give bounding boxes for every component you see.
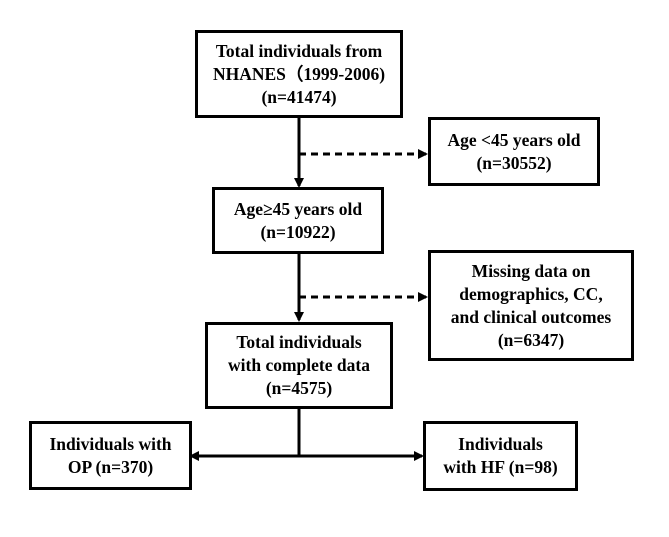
complete-data-box: Total individuals with complete data (n=… — [205, 322, 393, 409]
total-line-3: (n=41474) — [261, 86, 337, 107]
missing-line-1: Missing data on — [471, 260, 591, 281]
complete-line-3: (n=4575) — [265, 378, 333, 398]
op-line-2: OP (n=370) — [67, 456, 154, 477]
missing-line-3: and clinical outcomes — [450, 306, 612, 327]
op-line-1: Individuals with — [49, 433, 172, 454]
complete-line-1: Total individuals — [236, 332, 362, 352]
hf-box: Individuals with HF (n=98) — [423, 421, 578, 491]
missing-line-4: (n=6347) — [497, 329, 565, 350]
hf-line-1: Individuals — [458, 434, 543, 454]
missing-line-2: demographics, CC, — [459, 283, 603, 304]
total-line-1: Total individuals from — [215, 40, 383, 61]
total-individuals-box: Total individuals from NHANES（1999-2006)… — [195, 30, 403, 118]
complete-line-2: with complete data — [228, 355, 370, 375]
age-over45-box: Age≥45 years old (n=10922) — [212, 187, 384, 254]
age-over45-line-1: Age≥45 years old — [233, 198, 363, 219]
age-under45-line-2: (n=30552) — [476, 152, 552, 173]
missing-data-box: Missing data on demographics, CC, and cl… — [428, 250, 634, 361]
hf-line-2: with HF (n=98) — [443, 457, 558, 477]
age-under45-line-1: Age <45 years old — [447, 129, 581, 150]
age-over45-line-2: (n=10922) — [260, 221, 336, 242]
age-under45-box: Age <45 years old (n=30552) — [428, 117, 600, 186]
total-line-2: NHANES（1999-2006) — [212, 63, 386, 84]
op-box: Individuals with OP (n=370) — [29, 421, 192, 490]
